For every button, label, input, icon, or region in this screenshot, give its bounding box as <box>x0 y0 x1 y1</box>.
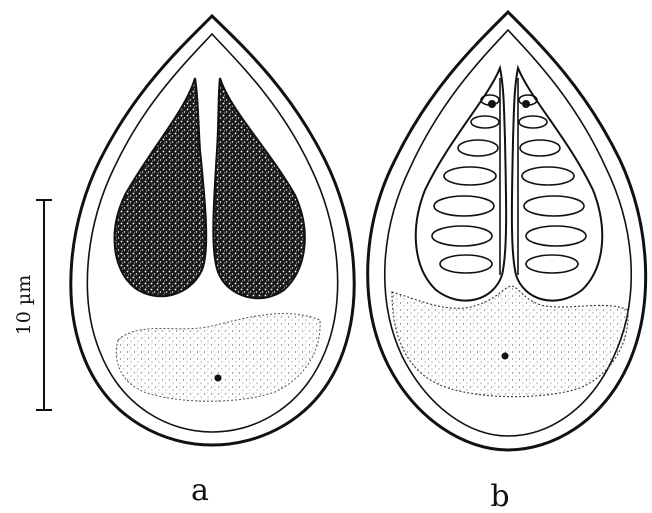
spore-a <box>71 16 354 445</box>
spore-b <box>368 12 646 450</box>
sporoplasm-a-nucleus <box>215 375 222 382</box>
panel-label-b: b <box>490 479 509 513</box>
scale-bar-label: 10 µm <box>13 275 35 336</box>
panel-label-a: a <box>191 473 209 508</box>
sporoplasm-b-nucleus <box>502 353 509 360</box>
polar-filament-b-right-tip <box>522 100 530 108</box>
scale-bar: 10 µm <box>13 200 52 410</box>
polar-filament-b-left-tip <box>488 100 496 108</box>
